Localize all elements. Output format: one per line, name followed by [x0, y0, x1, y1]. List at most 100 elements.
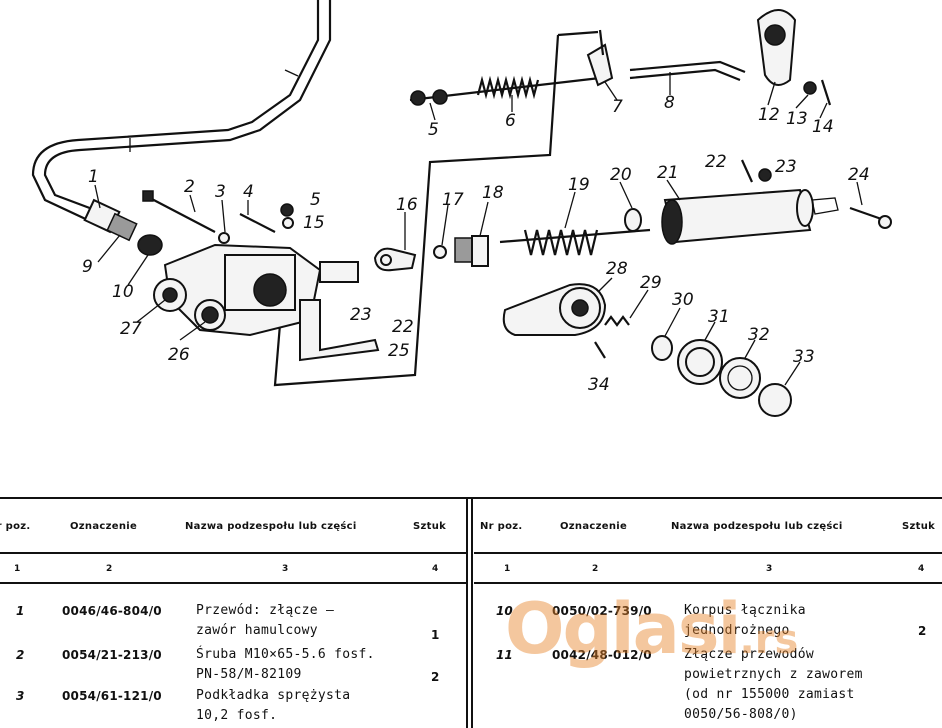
row-pos: 1 — [16, 604, 25, 618]
callout-19: 19 — [568, 175, 590, 195]
row-name-line2: PN-58/M-82109 — [196, 667, 302, 682]
col-index-2: 2 — [106, 564, 113, 574]
callout-29: 29 — [640, 273, 662, 293]
leader-lines — [94, 72, 863, 386]
row-code: 0054/21-213/0 — [62, 648, 162, 662]
row-name-line1: Przewód: złącze — — [196, 603, 335, 618]
callout-28: 28 — [606, 259, 628, 279]
callout-26: 26 — [168, 345, 190, 365]
row-name-line2: zawór hamulcowy — [196, 623, 318, 638]
callout-22a: 22 — [705, 152, 727, 172]
callout-4: 4 — [243, 182, 254, 202]
header-qty: Sztuk — [413, 521, 447, 532]
callout-33: 33 — [793, 347, 815, 367]
row-name-line1: Złącze przewodów — [684, 647, 815, 662]
col-index-4: 4 — [918, 564, 925, 574]
callout-10: 10 — [112, 282, 134, 302]
header-pos: Nr poz. — [0, 521, 31, 532]
row-pos: 2 — [16, 648, 25, 662]
callout-13: 13 — [786, 109, 808, 129]
air-pipe — [31, 0, 332, 223]
index-rule — [474, 582, 942, 584]
header-pos: Nr poz. — [480, 521, 523, 532]
callout-5b: 5 — [428, 120, 439, 140]
callout-3: 3 — [215, 182, 226, 202]
row-pos: 10 — [496, 604, 513, 618]
valve-body — [153, 243, 380, 362]
row-name-line3: (od nr 155000 zamiast — [684, 687, 855, 702]
callout-23a: 23 — [775, 157, 797, 177]
row-name-line4: 0050/56-808/0) — [684, 707, 798, 722]
spring-rod — [499, 228, 651, 256]
callout-20: 20 — [610, 165, 632, 185]
row-pos: 3 — [16, 689, 25, 703]
callout-18: 18 — [482, 183, 504, 203]
row-qty: 2 — [431, 670, 440, 684]
row-code: 0046/46-804/0 — [62, 604, 162, 618]
callout-23b: 23 — [350, 305, 372, 325]
watermark-suffix: .rs — [739, 617, 799, 663]
header-rule — [0, 552, 466, 554]
callout-34: 34 — [588, 375, 610, 395]
watermark-brand: Oglasi — [505, 588, 742, 670]
fork-and-nut — [373, 235, 489, 272]
row-code: 0050/02-739/0 — [552, 604, 652, 618]
row-code: 0042/48-012/0 — [552, 648, 652, 662]
callout-17: 17 — [442, 190, 464, 210]
callout-25: 25 — [388, 341, 410, 361]
row-qty: 2 — [918, 624, 927, 638]
header-name: Nazwa podzespołu lub części — [185, 521, 357, 532]
callout-1: 1 — [88, 167, 99, 187]
callout-16: 16 — [396, 195, 418, 215]
callout-labels: 1 2 3 4 5 15 5 6 7 8 12 13 14 9 10 27 26… — [82, 93, 870, 395]
callout-32: 32 — [748, 325, 770, 345]
row-qty: 1 — [431, 628, 440, 642]
callout-14: 14 — [812, 117, 834, 137]
bolts — [142, 190, 294, 244]
row-name-line2: 10,2 fosf. — [196, 708, 278, 723]
table-left-half: Nr poz. Oznaczenie Nazwa podzespołu lub … — [0, 497, 466, 728]
col-index-3: 3 — [766, 564, 773, 574]
row-name-line1: Podkładka sprężysta — [196, 688, 351, 703]
callout-24: 24 — [848, 165, 870, 185]
col-index-4: 4 — [432, 564, 439, 574]
callout-8: 8 — [664, 93, 675, 113]
row-pos: 11 — [496, 648, 513, 662]
group-outline — [273, 30, 599, 387]
callout-6: 6 — [505, 111, 516, 131]
lower-valve-group — [502, 283, 792, 417]
col-index-3: 3 — [282, 564, 289, 574]
callout-22b: 22 — [392, 317, 414, 337]
header-rule — [474, 552, 942, 554]
cylinder — [624, 159, 892, 245]
callout-9: 9 — [82, 257, 93, 277]
table-divider — [466, 497, 468, 728]
table-divider — [471, 497, 473, 728]
index-rule — [0, 582, 466, 584]
col-index-1: 1 — [14, 564, 21, 574]
header-code: Oznaczenie — [70, 521, 138, 532]
col-index-1: 1 — [504, 564, 511, 574]
watermark-logo: Oglasi.rs — [505, 588, 798, 670]
row-name-line1: Śruba M10×65-5.6 fosf. — [196, 647, 375, 662]
exploded-parts-diagram: 1 2 3 4 5 15 5 6 7 8 12 13 14 9 10 27 26… — [31, 0, 892, 417]
callout-12: 12 — [758, 105, 780, 125]
parts-table: Nr poz. Oznaczenie Nazwa podzespołu lub … — [0, 497, 942, 728]
header-code: Oznaczenie — [560, 521, 628, 532]
col-index-2: 2 — [592, 564, 599, 574]
callout-15: 15 — [303, 213, 325, 233]
callout-2: 2 — [184, 177, 195, 197]
row-name-line2: powietrznych z zaworem — [684, 667, 863, 682]
callout-30: 30 — [672, 290, 694, 310]
pipe-fitting — [83, 198, 163, 256]
header-name: Nazwa podzespołu lub części — [671, 521, 843, 532]
row-name-line1: Korpus łącznika — [684, 603, 806, 618]
row-code: 0054/61-121/0 — [62, 689, 162, 703]
row-name-line2: jednodrożnego — [684, 623, 790, 638]
callout-31: 31 — [708, 307, 730, 327]
callout-27: 27 — [120, 319, 142, 339]
header-qty: Sztuk — [902, 521, 936, 532]
callout-5a: 5 — [310, 190, 321, 210]
top-linkage — [409, 9, 832, 106]
callout-21: 21 — [657, 163, 679, 183]
